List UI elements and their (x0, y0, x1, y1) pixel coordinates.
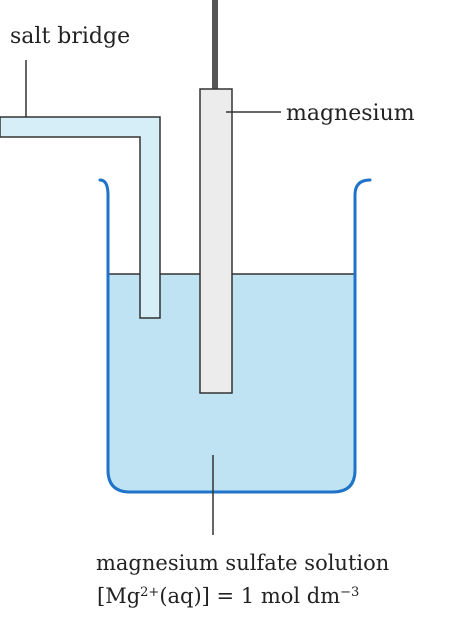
salt-bridge-label: salt bridge (10, 24, 131, 49)
electrode-label: magnesium (286, 101, 415, 126)
concentration-open: [Mg (97, 584, 141, 608)
concentration-label: [Mg2+(aq)] = 1 mol dm−3 (97, 584, 359, 608)
magnesium-electrode (199, 88, 233, 394)
concentration-value: (aq)] = 1 mol dm (159, 584, 341, 608)
solution-label: magnesium sulfate solution (96, 551, 390, 575)
ion-charge: 2+ (140, 584, 160, 600)
salt-bridge-tube (0, 116, 161, 319)
unit-exponent: −3 (340, 584, 360, 600)
beaker-outline (98, 178, 372, 494)
electrode-wire (212, 0, 218, 90)
